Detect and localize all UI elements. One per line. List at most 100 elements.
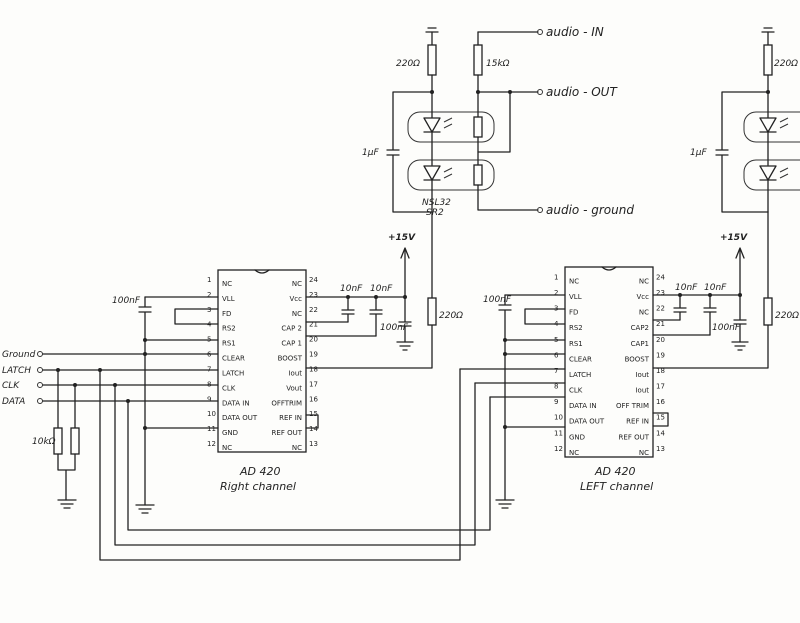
- cap-a-right: [341, 296, 355, 323]
- cap-b-label-left: 10nF: [704, 283, 727, 293]
- ref-loop-right: [305, 414, 319, 429]
- pulldown-resistor-label: 10kΩ: [32, 437, 56, 447]
- pin-number: 13: [656, 445, 665, 453]
- vactrol-body-top-left: [743, 111, 800, 143]
- resistor-15k: [473, 44, 483, 76]
- cap-c-label-right: 100nF: [380, 323, 409, 333]
- pin-number: 24: [656, 274, 665, 282]
- pin-number: 13: [309, 440, 318, 448]
- pin-name: NC: [292, 280, 302, 288]
- vactrol-cap-label: 1μF: [362, 148, 379, 158]
- fd-rs2-loop-left: [524, 308, 566, 325]
- pin-name: NC: [222, 444, 232, 452]
- supply-label-left: +15V: [720, 233, 748, 243]
- pin-name: NC: [639, 309, 649, 317]
- supply-arrow-icon: [735, 247, 745, 259]
- pin-number: 17: [309, 380, 318, 388]
- pin-name: LATCH: [222, 369, 244, 377]
- pin-name: REF OUT: [272, 429, 303, 437]
- pin-number: 19: [656, 351, 665, 359]
- light-arrows-icon: [443, 117, 453, 179]
- cap-a-label-left: 10nF: [675, 283, 698, 293]
- pin-number: 4: [207, 321, 212, 329]
- ground-input-terminal: [37, 351, 43, 357]
- pin-name: DATA IN: [569, 402, 597, 410]
- resistor-220-right: [427, 297, 437, 326]
- pin-name: LATCH: [569, 371, 591, 379]
- light-arrows-icon: [779, 117, 789, 179]
- pin-name: FD: [222, 310, 231, 318]
- right-chip-right-wiring: +15V 10nF 10nF 100nF 220Ω: [305, 211, 463, 429]
- supply-symbol-icon: [425, 27, 439, 33]
- junction-dot: [708, 293, 712, 297]
- junction-dot: [503, 425, 507, 429]
- pin-name: CLEAR: [569, 355, 592, 363]
- vll-capacitor-right: [138, 296, 152, 355]
- pin-number: 14: [656, 429, 665, 437]
- pin-number: 12: [207, 440, 216, 448]
- chip-right-name: AD 420: [239, 465, 281, 478]
- pin-number: 21: [656, 320, 665, 328]
- iout-wire-right: [305, 324, 433, 369]
- chip-right-caption: Right channel: [220, 480, 296, 493]
- pin-name: Iout: [635, 387, 649, 395]
- supply-label-right: +15V: [388, 233, 416, 243]
- pin-name: REF OUT: [619, 433, 650, 441]
- pin-number: 15: [309, 410, 318, 418]
- pin-name: RS1: [569, 340, 583, 348]
- resistor-220-label-right: 220Ω: [439, 311, 463, 321]
- pin-number: 11: [207, 425, 216, 433]
- crossover-bus: [99, 368, 491, 561]
- pin-name: Iout: [635, 371, 649, 379]
- vactrol-right: 220Ω 1μF NSL32 SR2 audio - IN 15kΩ audio…: [362, 25, 634, 218]
- pin-number: 19: [309, 351, 318, 359]
- ground-symbol-icon: [495, 499, 515, 509]
- pin-number: 11: [554, 429, 563, 437]
- vactrol-capacitor-left: [715, 91, 769, 213]
- pin-name: GND: [569, 433, 585, 441]
- pin-number: 10: [207, 410, 216, 418]
- pin-name: OFF TRIM: [616, 402, 649, 410]
- vactrol-body-bottom-left: [743, 159, 800, 191]
- pulldown-ground-wire: [57, 453, 76, 501]
- pin-name: RS1: [222, 340, 236, 348]
- iout-wire-left: [652, 324, 769, 369]
- vactrol-left-r-label: 220Ω: [774, 59, 798, 69]
- pin-number: 21: [309, 321, 318, 329]
- pin-name: CAP 1: [281, 340, 302, 348]
- chip-left-caption: LEFT channel: [580, 480, 653, 493]
- vactrol-resistor-top: [427, 44, 437, 76]
- ground-symbol-icon: [57, 499, 77, 509]
- cap-b-left: [703, 294, 717, 336]
- pin-name: GND: [222, 429, 238, 437]
- audio-out-label: audio - OUT: [546, 85, 618, 99]
- pin-number: 24: [309, 276, 318, 284]
- pin-name: NC: [569, 449, 579, 457]
- vactrol-r-top-label: 220Ω: [396, 59, 420, 69]
- junction-dot: [143, 426, 147, 430]
- pin-number: 20: [656, 336, 665, 344]
- data-input-label: DATA: [2, 397, 25, 407]
- pin-number: 8: [554, 383, 558, 391]
- ground-symbol-icon: [396, 341, 414, 351]
- pin-name: REF IN: [279, 414, 302, 422]
- pin-name: Vcc: [290, 295, 303, 303]
- clk-input-label: CLK: [2, 381, 20, 391]
- pin-name: CLK: [569, 387, 583, 395]
- led-icon: [759, 165, 777, 213]
- vactrol-left-cap-label: 1μF: [690, 148, 707, 158]
- pin-name: RS2: [569, 324, 583, 332]
- pin-number: 22: [309, 306, 318, 314]
- pin-name: Iout: [288, 369, 302, 377]
- ground-input-label: Ground: [2, 350, 36, 360]
- pin-number: 2: [554, 289, 558, 297]
- pin-name: CLEAR: [222, 355, 245, 363]
- pin-number: 1: [207, 276, 211, 284]
- pin-name: CLK: [222, 384, 236, 392]
- pin-name: NC: [222, 280, 232, 288]
